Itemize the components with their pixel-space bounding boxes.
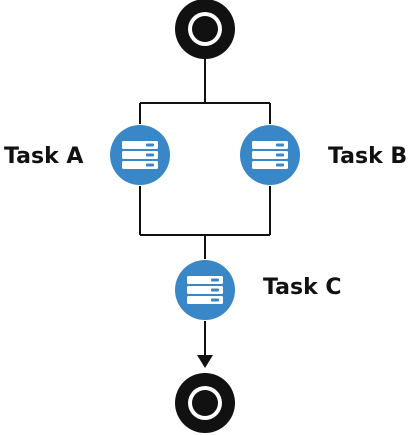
- task-b-label: Task B: [328, 144, 407, 169]
- server-icon: [187, 276, 223, 304]
- connectors: [139, 58, 271, 358]
- arrowhead-to-end: [197, 355, 213, 368]
- task-c-node[interactable]: [175, 260, 235, 320]
- task-a-label: Task A: [4, 144, 83, 169]
- server-icon: [122, 141, 158, 169]
- server-icon: [252, 141, 288, 169]
- task-a-node[interactable]: [110, 125, 170, 185]
- start-node-icon[interactable]: [175, 0, 235, 59]
- task-b-node[interactable]: [240, 125, 300, 185]
- end-node-icon[interactable]: [175, 373, 235, 433]
- task-c-label: Task C: [263, 275, 342, 300]
